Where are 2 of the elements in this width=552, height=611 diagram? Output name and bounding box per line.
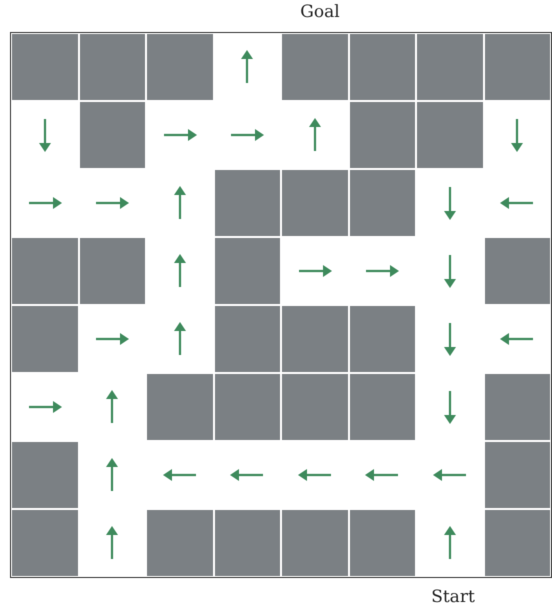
- start-label: Start: [430, 587, 476, 607]
- goal-label: Goal: [299, 2, 341, 22]
